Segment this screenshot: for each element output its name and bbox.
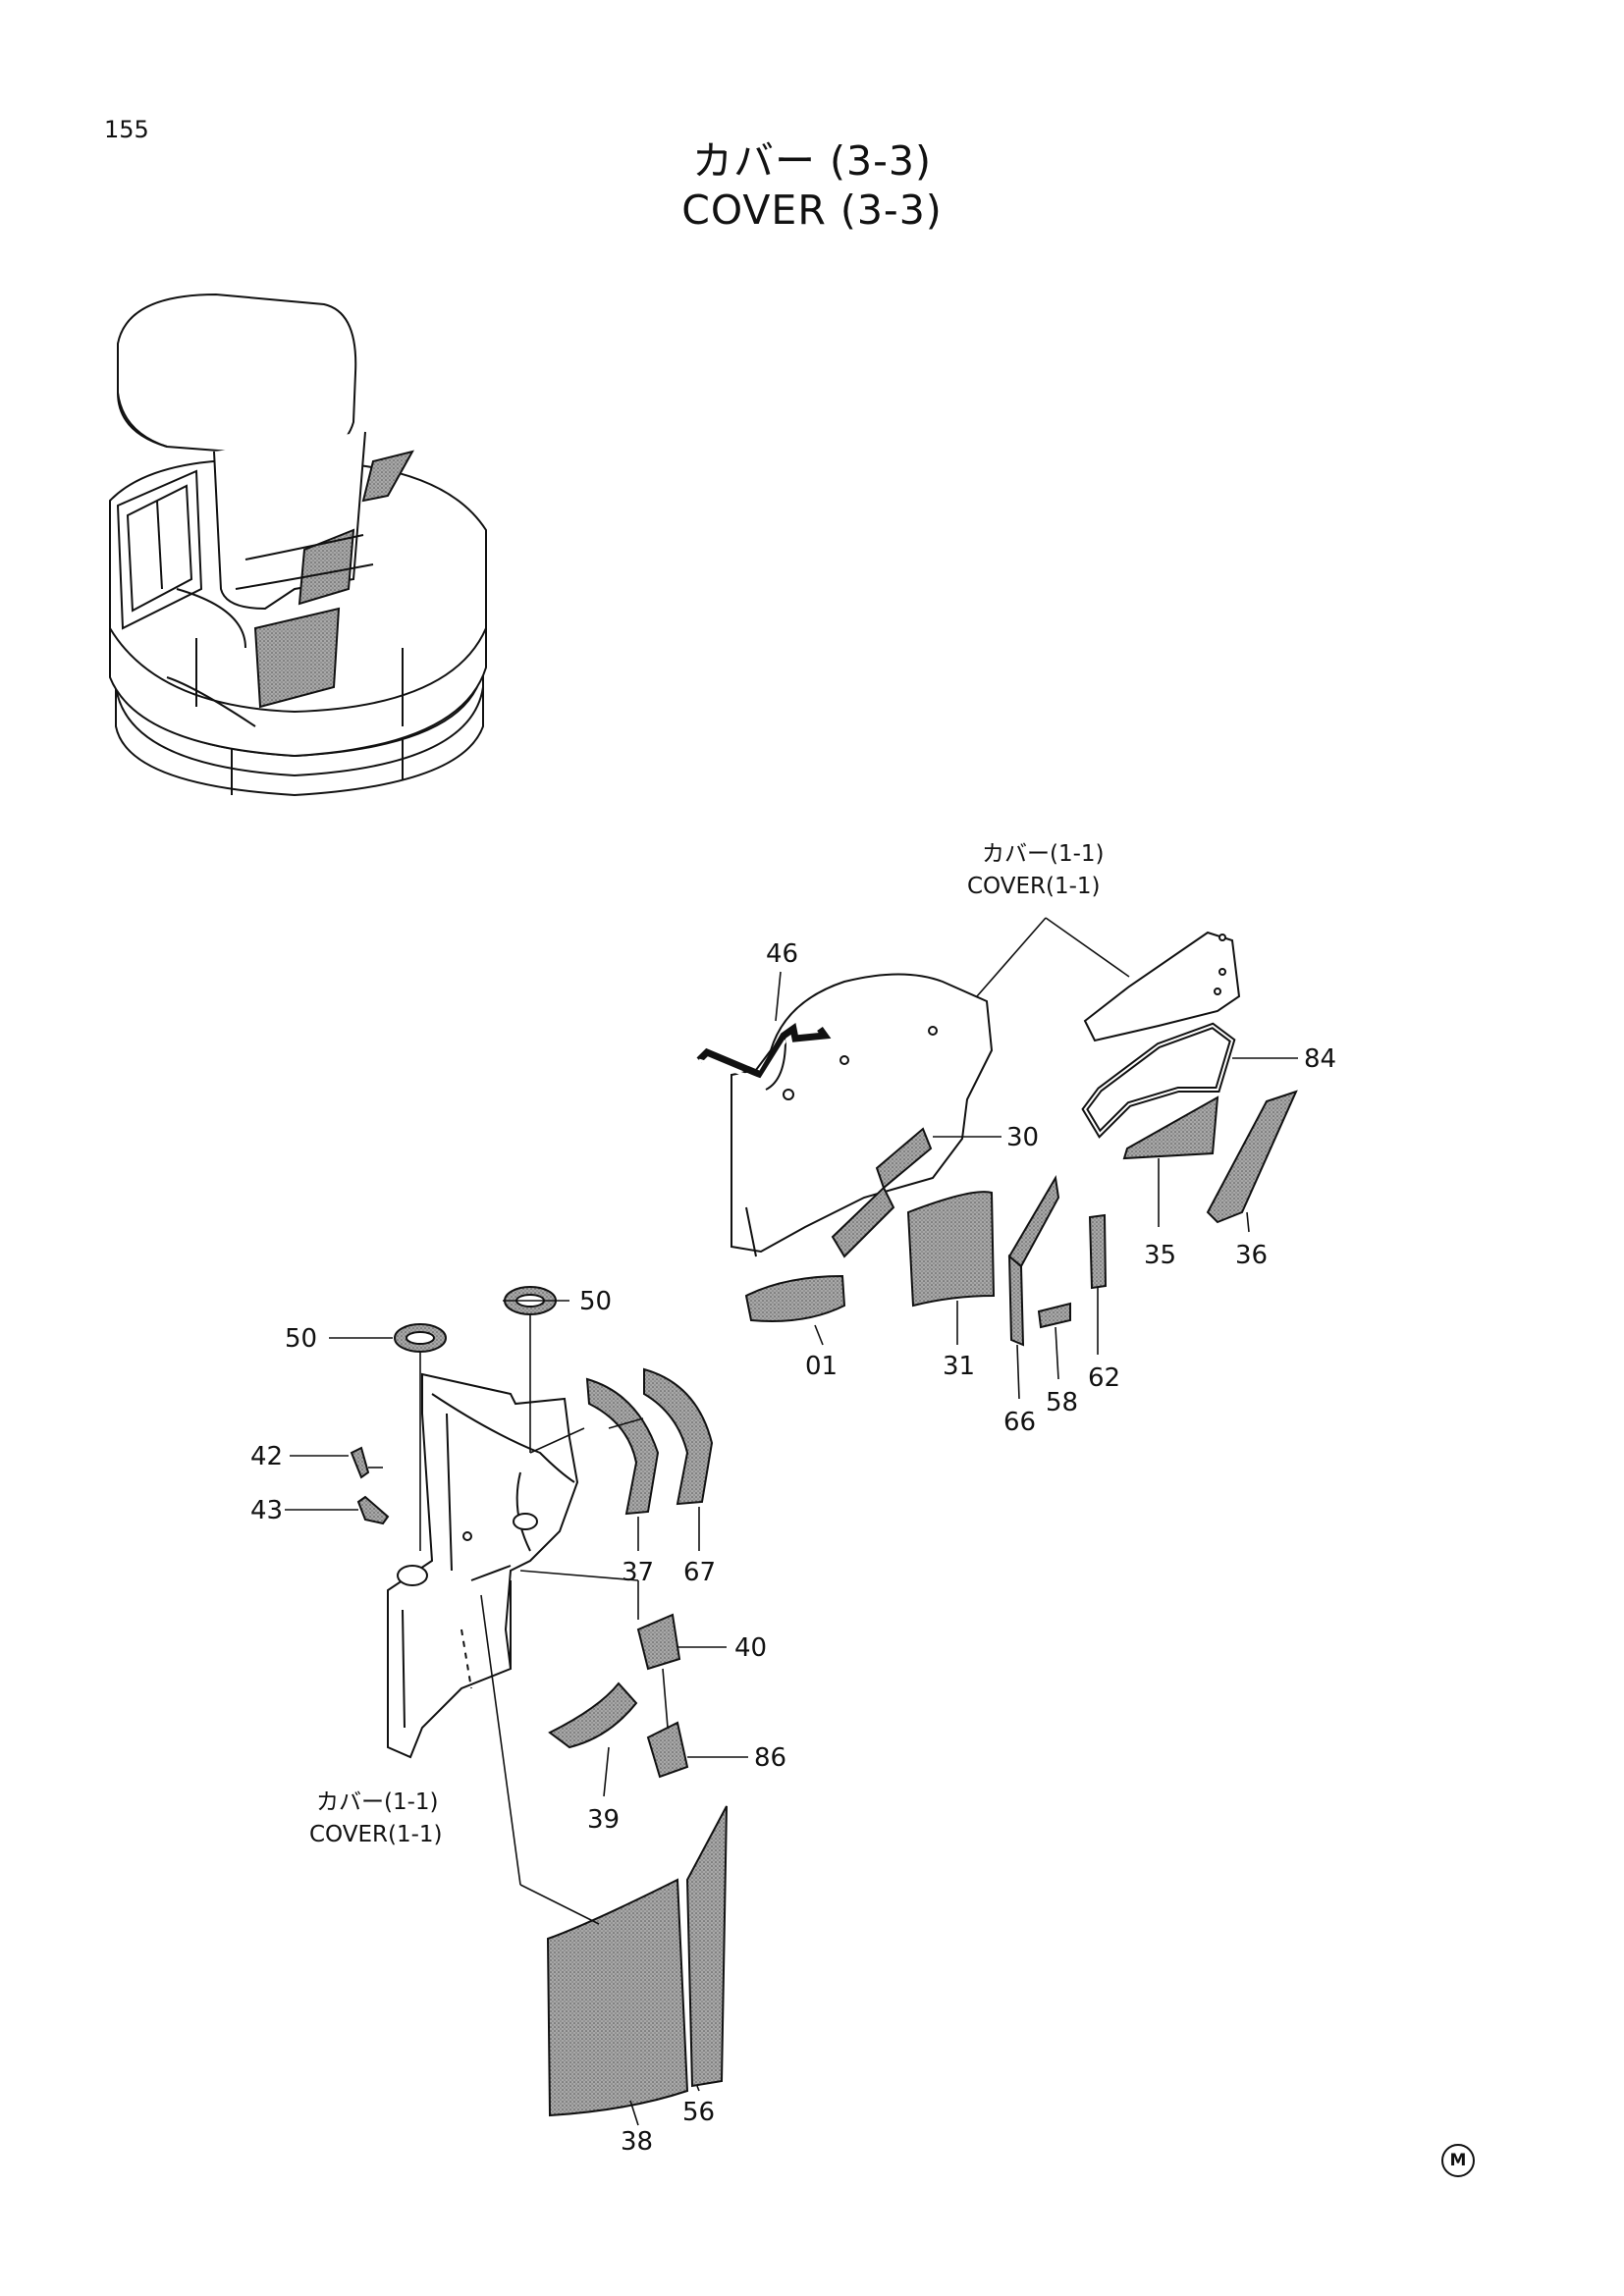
callout-38: 38 bbox=[621, 2127, 653, 2157]
callout-58: 58 bbox=[1046, 1388, 1078, 1417]
callout-86: 86 bbox=[754, 1743, 786, 1773]
callout-31: 31 bbox=[943, 1352, 975, 1381]
title-english: COVER (3-3) bbox=[681, 187, 943, 234]
page-number: 155 bbox=[104, 116, 149, 143]
callout-62: 62 bbox=[1088, 1363, 1120, 1393]
callout-84: 84 bbox=[1304, 1044, 1336, 1074]
callout-67: 67 bbox=[683, 1558, 716, 1587]
reference-lower-jp: カバー(1-1) bbox=[316, 1789, 439, 1815]
reference-upper-jp: カバー(1-1) bbox=[982, 841, 1105, 867]
lower-assembly bbox=[350, 1286, 579, 1759]
callout-35: 35 bbox=[1144, 1241, 1176, 1270]
callout-66: 66 bbox=[1003, 1408, 1036, 1437]
callout-43: 43 bbox=[250, 1496, 283, 1525]
reference-upper: カバー(1-1) COVER(1-1) bbox=[967, 841, 1105, 899]
m-mark: M bbox=[1441, 2144, 1475, 2177]
title-japanese: カバー (3-3) bbox=[692, 137, 932, 185]
callout-40: 40 bbox=[734, 1633, 767, 1663]
callout-50-left: 50 bbox=[285, 1324, 317, 1354]
callout-50-right: 50 bbox=[579, 1287, 612, 1316]
callout-42: 42 bbox=[250, 1442, 283, 1471]
callout-36: 36 bbox=[1235, 1241, 1268, 1270]
callout-37: 37 bbox=[622, 1558, 654, 1587]
reference-lower-en: COVER(1-1) bbox=[309, 1822, 443, 1847]
machine-overview bbox=[109, 293, 487, 797]
upper-assembly bbox=[696, 931, 1241, 1257]
callout-39: 39 bbox=[587, 1805, 620, 1835]
callout-01: 01 bbox=[805, 1352, 838, 1381]
lower-parts bbox=[546, 1367, 728, 2117]
callout-46: 46 bbox=[766, 939, 798, 969]
reference-upper-en: COVER(1-1) bbox=[967, 874, 1101, 899]
reference-lower: カバー(1-1) COVER(1-1) bbox=[309, 1789, 443, 1847]
callout-labels: 46 84 30 35 36 01 31 66 58 62 50 50 42 4… bbox=[250, 939, 1336, 2157]
leader-lines bbox=[285, 917, 1298, 2126]
upper-parts bbox=[744, 1090, 1298, 1347]
callout-56: 56 bbox=[682, 2098, 715, 2127]
callout-30: 30 bbox=[1006, 1123, 1039, 1152]
